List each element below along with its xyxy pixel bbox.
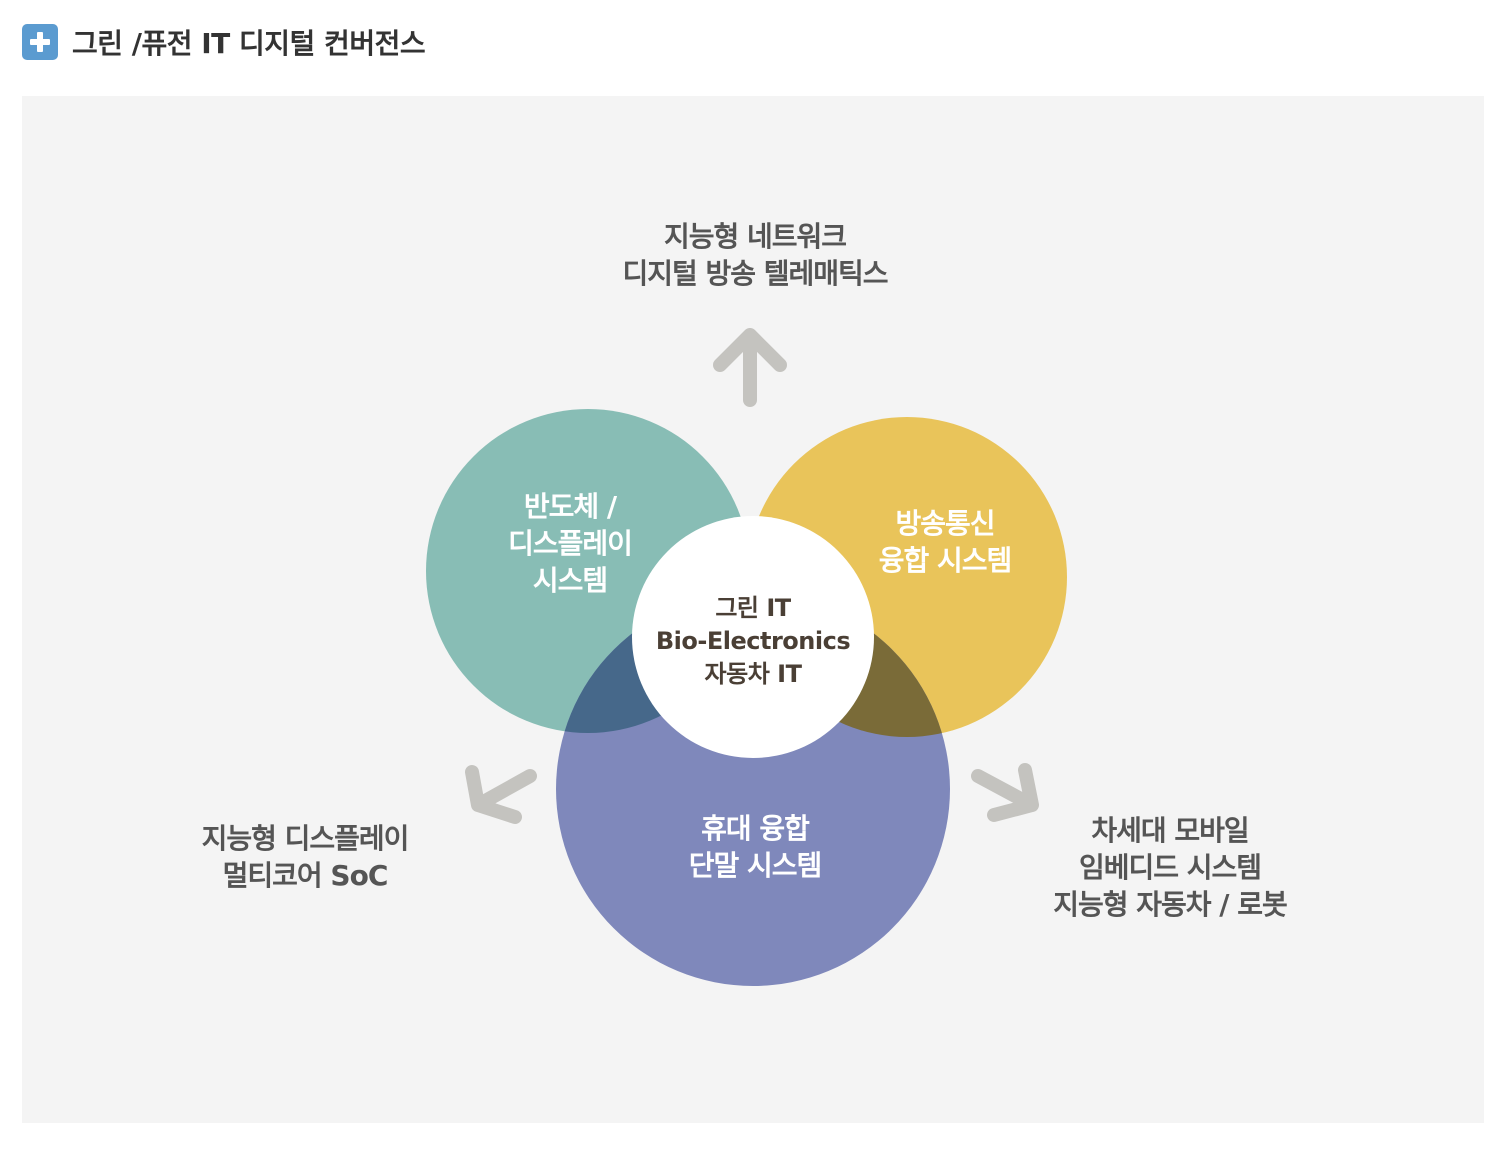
section-title: 그린 /퓨전 IT 디지털 컨버전스 <box>72 27 426 60</box>
section-header: 그린 /퓨전 IT 디지털 컨버전스 <box>22 22 426 62</box>
output-line: 지능형 디스플레이 <box>201 822 410 855</box>
output-top: 지능형 네트워크 디지털 방송 텔레매틱스 <box>560 218 950 292</box>
circle-label-line: 휴대 융합 <box>701 812 810 845</box>
output-right: 차세대 모바일 임베디드 시스템 지능형 자동차 / 로봇 <box>1010 812 1330 923</box>
label-semiconductor: 반도체 / 디스플레이 시스템 <box>470 488 670 599</box>
center-label-line: 그린 IT <box>715 594 791 622</box>
label-mobile: 휴대 융합 단말 시스템 <box>655 810 855 884</box>
center-label-line: Bio-Electronics <box>655 627 851 655</box>
circle-label-line: 반도체 / <box>523 490 617 523</box>
output-line: 디지털 방송 텔레매틱스 <box>622 257 888 290</box>
circle-label-line: 시스템 <box>532 564 608 597</box>
output-left: 지능형 디스플레이 멀티코어 SoC <box>160 820 450 894</box>
plus-square-icon[interactable] <box>22 24 58 60</box>
output-line: 지능형 네트워크 <box>663 220 847 253</box>
circle-label-line: 디스플레이 <box>508 527 633 560</box>
center-circle <box>632 516 874 758</box>
center-label-line: 자동차 IT <box>704 660 802 688</box>
output-line: 차세대 모바일 <box>1091 814 1249 847</box>
output-line: 지능형 자동차 / 로봇 <box>1053 888 1288 921</box>
circle-label-line: 방송통신 <box>895 507 995 540</box>
output-line: 멀티코어 SoC <box>222 859 389 892</box>
label-center: 그린 IT Bio-Electronics 자동차 IT <box>643 592 863 691</box>
arrow-down-left-icon <box>465 765 537 824</box>
label-broadcast: 방송통신 융합 시스템 <box>845 505 1045 579</box>
arrow-up-icon <box>713 328 787 407</box>
arrow-down-right-icon <box>971 763 1039 822</box>
circle-label-line: 융합 시스템 <box>878 544 1013 577</box>
output-line: 임베디드 시스템 <box>1078 851 1262 884</box>
circle-label-line: 단말 시스템 <box>688 849 823 882</box>
